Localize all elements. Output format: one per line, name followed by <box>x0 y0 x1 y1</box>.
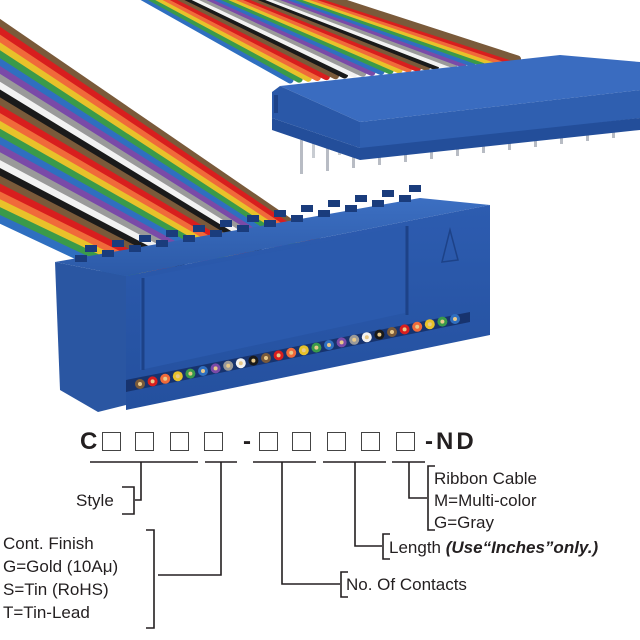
ribbon-wire <box>140 0 294 84</box>
contact-hole <box>264 220 276 227</box>
contact-hole <box>220 220 232 227</box>
wire-conductor <box>453 317 457 321</box>
part-number-diagram: C - -ND Style Cont. Finish G=Gold (10Aμ)… <box>0 420 640 640</box>
contact-hole <box>328 200 340 207</box>
ribbon-option-gray: G=Gray <box>434 513 494 532</box>
cable-assembly-illustration <box>0 0 640 412</box>
style-box-1 <box>102 432 121 451</box>
style-label: Style <box>76 491 114 510</box>
connector-pin <box>312 132 315 158</box>
contact-hole <box>193 225 205 232</box>
wire-conductor <box>377 332 382 337</box>
contact-hole <box>183 235 195 242</box>
wire-conductor <box>364 335 369 340</box>
prefix-letter: C <box>80 428 98 455</box>
contact-hole <box>237 225 249 232</box>
wire-conductor <box>415 324 420 329</box>
length-label: Length (Use“Inches”only.) <box>389 537 598 558</box>
style-box-3 <box>170 432 189 451</box>
wire-conductor <box>188 371 193 376</box>
wire-conductor <box>276 353 281 358</box>
wire-conductor <box>251 358 256 363</box>
contact-hole <box>75 255 87 262</box>
ribbon-cable-upper <box>140 0 521 84</box>
finish-option-tin-lead: T=Tin-Lead <box>3 603 90 622</box>
suffix: -ND <box>425 428 477 455</box>
wire-conductor <box>314 345 319 350</box>
length-note: (Use“Inches”only.) <box>445 538 599 557</box>
contact-hole <box>112 240 124 247</box>
contact-hole <box>166 230 178 237</box>
wire-conductor <box>440 319 445 324</box>
dip-plug-connector <box>272 55 640 174</box>
pin1-triangle-marker <box>441 227 459 263</box>
wire-conductor <box>175 374 180 379</box>
contact-hole <box>247 215 259 222</box>
length-box-2 <box>361 432 380 451</box>
wire-conductor <box>213 366 218 371</box>
cable-box <box>396 432 415 451</box>
contact-hole <box>210 230 222 237</box>
wire-conductor <box>150 379 155 384</box>
wire-conductor <box>301 348 306 353</box>
contact-hole <box>85 245 97 252</box>
wire-ends <box>135 314 460 389</box>
contact-holes <box>75 185 421 262</box>
contact-hole <box>382 190 394 197</box>
wire-conductor <box>238 361 243 366</box>
finish-title: Cont. Finish <box>3 534 94 553</box>
connector-pin <box>326 137 329 171</box>
wire-conductor <box>327 343 331 347</box>
wire-conductor <box>226 363 231 368</box>
ribbon-title: Ribbon Cable <box>434 469 538 488</box>
wire-conductor <box>352 337 357 342</box>
ribbon-wire <box>147 0 303 83</box>
wire-conductor <box>402 327 407 332</box>
wire-conductor <box>339 340 344 345</box>
contact-hole <box>372 200 384 207</box>
finish-box <box>204 432 223 451</box>
style-box-2 <box>135 432 154 451</box>
ribbon-option-multicolor: M=Multi-color <box>434 491 537 510</box>
contact-hole <box>102 250 114 257</box>
contact-hole <box>291 215 303 222</box>
ribbon-wire <box>0 34 332 263</box>
wire-conductor <box>163 376 168 381</box>
bracket-lines <box>90 461 435 629</box>
contact-hole <box>274 210 286 217</box>
contact-hole <box>156 240 168 247</box>
connector-pin <box>300 140 303 174</box>
contacts-box-2 <box>292 432 311 451</box>
ribbon-wire <box>0 26 333 259</box>
ribbon-wire <box>155 0 312 82</box>
wire-conductor <box>264 356 268 360</box>
contact-hole <box>399 195 411 202</box>
wire-conductor <box>138 382 142 386</box>
contact-hole <box>129 245 141 252</box>
length-box-1 <box>327 432 346 451</box>
contacts-box-1 <box>259 432 278 451</box>
wire-conductor <box>390 330 394 334</box>
contact-hole <box>318 210 330 217</box>
finish-option-gold: G=Gold (10Aμ) <box>3 557 119 576</box>
length-label-text: Length <box>389 538 441 557</box>
contact-hole <box>345 205 357 212</box>
ribbon-wire <box>324 0 521 63</box>
contact-hole <box>409 185 421 192</box>
contact-hole <box>355 195 367 202</box>
wire-conductor <box>427 322 432 327</box>
contacts-label: No. Of Contacts <box>346 575 467 594</box>
contact-hole <box>301 205 313 212</box>
ribbon-wire <box>0 18 334 254</box>
idc-socket-connector <box>55 185 490 412</box>
wire-conductor <box>289 350 294 355</box>
separator-1: - <box>243 428 251 455</box>
finish-option-tin: S=Tin (RoHS) <box>3 580 109 599</box>
contact-hole <box>139 235 151 242</box>
wire-conductor <box>201 369 205 373</box>
